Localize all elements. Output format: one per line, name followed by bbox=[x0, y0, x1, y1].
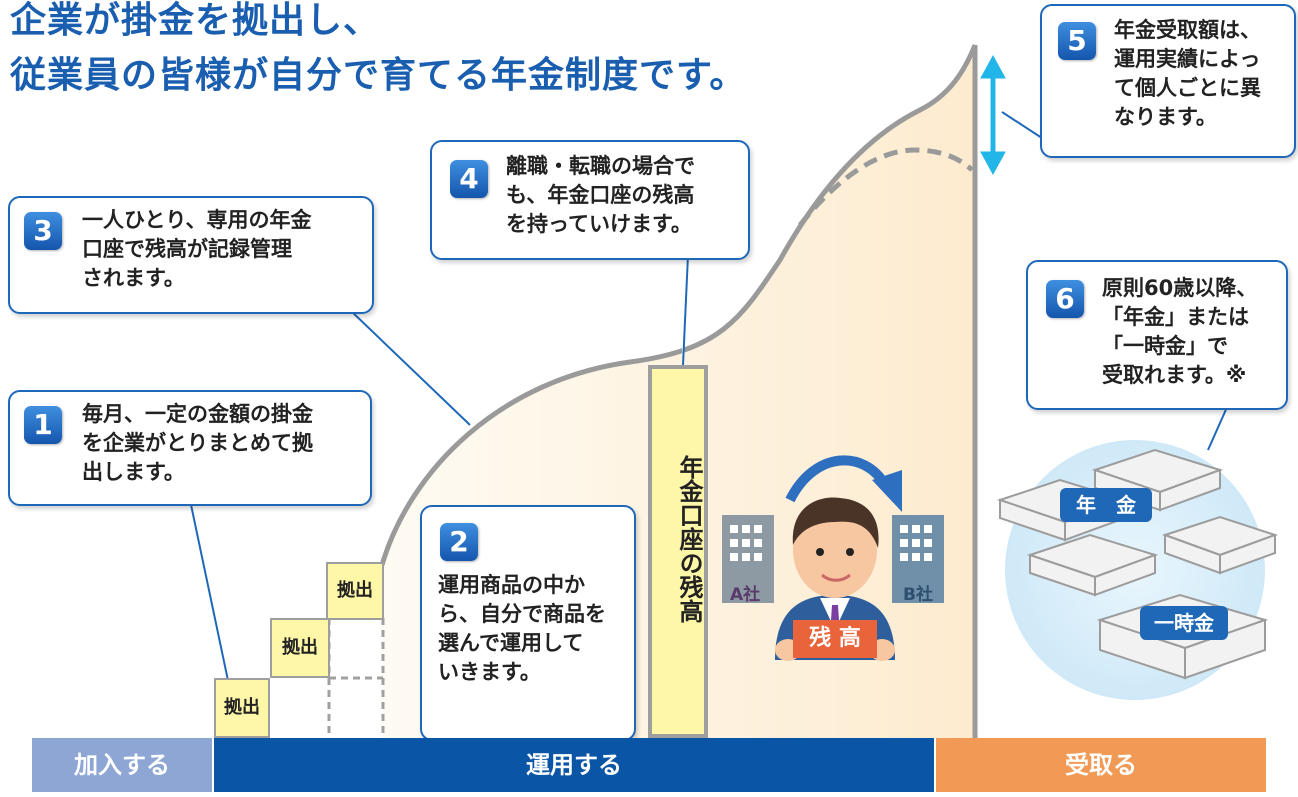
callout-5: 5 年金受取額は、運用実績によって個人ごとに異なります。 bbox=[1040, 4, 1296, 158]
phase-receive: 受取る bbox=[936, 738, 1266, 792]
callout-2: 2 運用商品の中から、自分で商品を選んで運用していきます。 bbox=[420, 505, 636, 741]
phase-invest: 運用する bbox=[214, 738, 934, 792]
callout-3-text: 一人ひとり、専用の年金口座で残高が記録管理されます。 bbox=[82, 208, 312, 290]
step-number-badge: 3 bbox=[24, 212, 62, 250]
company-a-label: A社 bbox=[730, 585, 761, 605]
page-title-line-1: 企業が掛金を拠出し、 bbox=[10, 0, 381, 41]
balance-column-label: 年金口座の残高 bbox=[675, 455, 703, 623]
phase-join: 加入する bbox=[32, 738, 212, 792]
callout-1-text: 毎月、一定の金額の掛金を企業がとりまとめて拠出します。 bbox=[82, 402, 313, 484]
callout-3: 3 一人ひとり、専用の年金口座で残高が記録管理されます。 bbox=[8, 196, 374, 314]
callout-5-text: 年金受取額は、運用実績によって個人ごとに異なります。 bbox=[1114, 18, 1261, 129]
job-change-arrow bbox=[785, 455, 890, 503]
contribution-block-3: 拠出 bbox=[326, 562, 384, 620]
callout-6: 6 原則60歳以降、「年金」または「一時金」で受取れます。※ bbox=[1026, 260, 1288, 410]
step-number-badge: 2 bbox=[440, 523, 478, 561]
page-title-line-2: 従業員の皆様が自分で育てる年金制度です。 bbox=[10, 55, 747, 96]
step-number-badge: 4 bbox=[450, 160, 488, 198]
company-b-building-icon bbox=[892, 515, 944, 603]
callout-1: 1 毎月、一定の金額の掛金を企業がとりまとめて拠出します。 bbox=[8, 390, 372, 506]
alternative-curve-dashed bbox=[798, 147, 974, 227]
annuity-label: 年 金 bbox=[1060, 488, 1152, 522]
contribution-block-2: 拠出 bbox=[270, 618, 330, 678]
balance-column bbox=[648, 365, 708, 738]
step-number-badge: 1 bbox=[24, 406, 62, 444]
callout-4-text: 離職・転職の場合でも、年金口座の残高を持っていけます。 bbox=[506, 154, 695, 236]
callout-2-text: 運用商品の中から、自分で商品を選んで運用していきます。 bbox=[438, 573, 606, 684]
callout-4: 4 離職・転職の場合でも、年金口座の残高を持っていけます。 bbox=[430, 140, 750, 260]
contribution-block-1: 拠出 bbox=[214, 678, 270, 738]
balance-sign: 残 高 bbox=[793, 620, 877, 658]
lump-sum-label: 一時金 bbox=[1140, 606, 1228, 640]
step-number-badge: 6 bbox=[1046, 280, 1084, 318]
variance-arrow bbox=[980, 54, 1006, 176]
balance-growth-curve bbox=[379, 44, 978, 566]
step-number-badge: 5 bbox=[1058, 22, 1096, 60]
company-b-label: B社 bbox=[903, 585, 933, 605]
callout-6-text: 原則60歳以降、「年金」または「一時金」で受取れます。※ bbox=[1102, 276, 1258, 387]
company-a-building-icon bbox=[722, 515, 774, 603]
